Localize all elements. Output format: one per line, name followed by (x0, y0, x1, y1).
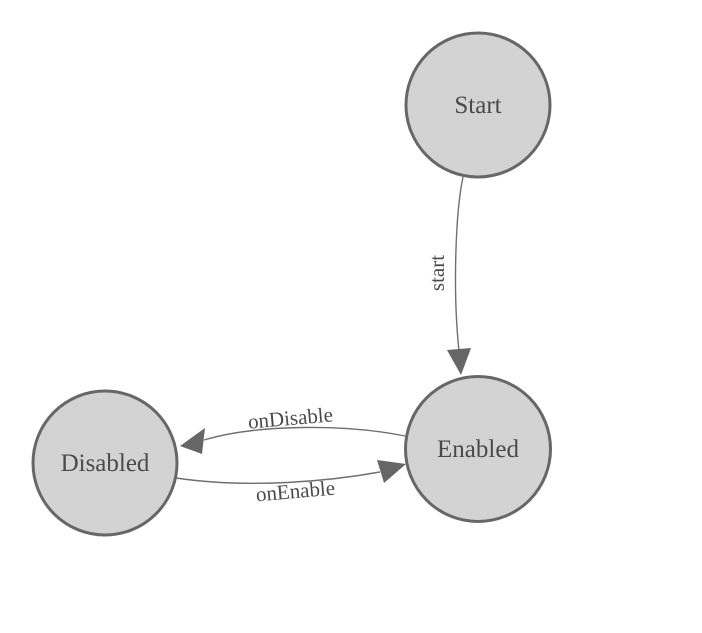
state-circle-disabled[interactable] (31, 389, 179, 537)
state-circle-start[interactable] (404, 31, 552, 179)
edge-label-onenable: onEnable (255, 476, 336, 507)
state-label-disabled: Disabled (61, 450, 150, 477)
transition-enabled-to-disabled: onDisable (180, 402, 406, 454)
arrowhead-right-icon (377, 460, 406, 483)
state-label-enabled: Enabled (437, 436, 519, 463)
state-nodes: Start Enabled Disabled (31, 31, 552, 537)
edge-label-ondisable: onDisable (247, 402, 334, 433)
state-circle-enabled[interactable] (404, 375, 552, 523)
arrowhead-down-icon (447, 348, 471, 375)
edge-start-to-enabled (454, 176, 464, 352)
transition-start-to-enabled: start (425, 176, 471, 375)
edge-label-start: start (425, 255, 449, 291)
edge-enabled-to-disabled (203, 426, 406, 441)
state-node-disabled[interactable]: Disabled (31, 389, 179, 537)
arrowhead-left-icon (180, 428, 205, 454)
transition-disabled-to-enabled: onEnable (175, 460, 406, 507)
state-label-start: Start (454, 92, 501, 119)
state-node-enabled[interactable]: Enabled (404, 375, 552, 523)
state-node-start[interactable]: Start (404, 31, 552, 179)
edge-disabled-to-enabled (175, 471, 381, 485)
